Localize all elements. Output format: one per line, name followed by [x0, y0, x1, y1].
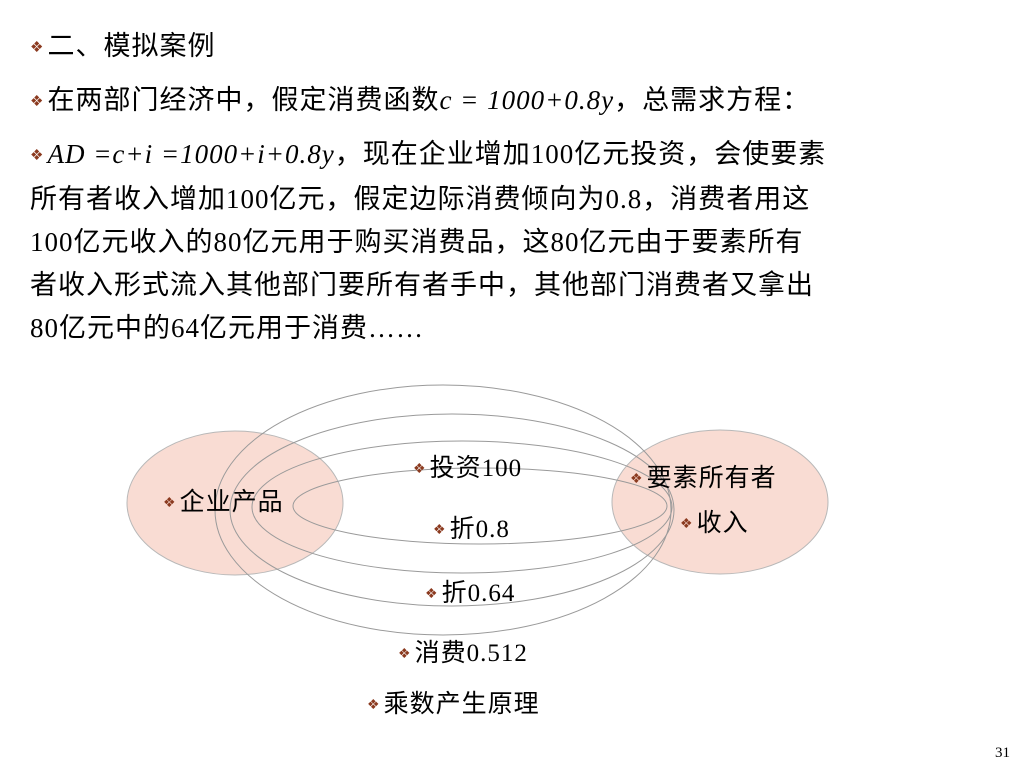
- diamond-bullet-icon: ❖: [163, 496, 177, 511]
- para-line-1: ❖AD =c+i =1000+i+0.8y，现在企业增加100亿元投资，会使要素: [30, 133, 990, 178]
- para-line-5: 80亿元中的64亿元用于消费……: [30, 313, 424, 343]
- line2-prefix: 在两部门经济中，假定消费函数: [47, 85, 440, 115]
- discount-0-8-label: ❖折0.8: [433, 516, 510, 543]
- aggregate-demand-formula: AD =c+i =1000+i+0.8y: [47, 139, 335, 169]
- line2-suffix: ，总需求方程：: [614, 85, 811, 115]
- diamond-bullet-icon: ❖: [398, 647, 412, 662]
- para-line-2: 所有者收入增加100亿元，假定边际消费倾向为0.8，消费者用这: [30, 184, 811, 214]
- para-line-3: 100亿元收入的80亿元用于购买消费品，这80亿元由于要素所有: [30, 227, 804, 257]
- diamond-bullet-icon: ❖: [433, 523, 447, 538]
- diamond-bullet-icon: ❖: [30, 148, 45, 164]
- heading-text: 二、模拟案例: [47, 31, 216, 61]
- investment-100-label: ❖投资100: [413, 455, 523, 482]
- multiplier-diagram-svg: [126, 384, 829, 636]
- discount-0-64-label: ❖折0.64: [425, 580, 516, 607]
- diamond-bullet-icon: ❖: [30, 94, 45, 110]
- flow-loop-2: [251, 440, 673, 574]
- heading-simulation-case: ❖二、模拟案例: [30, 26, 215, 68]
- diamond-bullet-icon: ❖: [367, 698, 381, 713]
- para-line-1-text: ，现在企业增加100亿元投资，会使要素: [334, 139, 827, 169]
- para-line-4: 者收入形式流入其他部门要所有者手中，其他部门消费者又拿出: [30, 270, 814, 300]
- consumption-formula: c = 1000+0.8y: [439, 85, 615, 115]
- factor-owners-label: ❖要素所有者: [630, 465, 777, 492]
- aggregate-demand-paragraph: ❖AD =c+i =1000+i+0.8y，现在企业增加100亿元投资，会使要素…: [30, 133, 990, 350]
- factor-owners-circle: [611, 429, 829, 575]
- diamond-bullet-icon: ❖: [425, 587, 439, 602]
- income-label: ❖收入: [680, 510, 749, 537]
- multiplier-diagram: ❖企业产品 ❖要素所有者 ❖收入 ❖投资100 ❖折0.8 ❖折0.64 ❖消费…: [0, 380, 1024, 768]
- consumption-function-line: ❖在两部门经济中，假定消费函数c = 1000+0.8y，总需求方程：: [30, 80, 810, 122]
- page-number: 31: [995, 745, 1010, 761]
- diamond-bullet-icon: ❖: [413, 462, 427, 477]
- flow-loop-4: [214, 384, 672, 636]
- consumption-0-512-label: ❖消费0.512: [398, 640, 528, 667]
- diamond-bullet-icon: ❖: [30, 40, 45, 56]
- enterprise-products-label: ❖企业产品: [163, 489, 284, 516]
- diamond-bullet-icon: ❖: [630, 472, 644, 487]
- multiplier-principle-label: ❖乘数产生原理: [367, 691, 540, 718]
- diamond-bullet-icon: ❖: [680, 517, 694, 532]
- enterprise-products-circle: [126, 430, 344, 576]
- flow-loop-3: [229, 413, 675, 607]
- flow-loop-1: [292, 467, 668, 545]
